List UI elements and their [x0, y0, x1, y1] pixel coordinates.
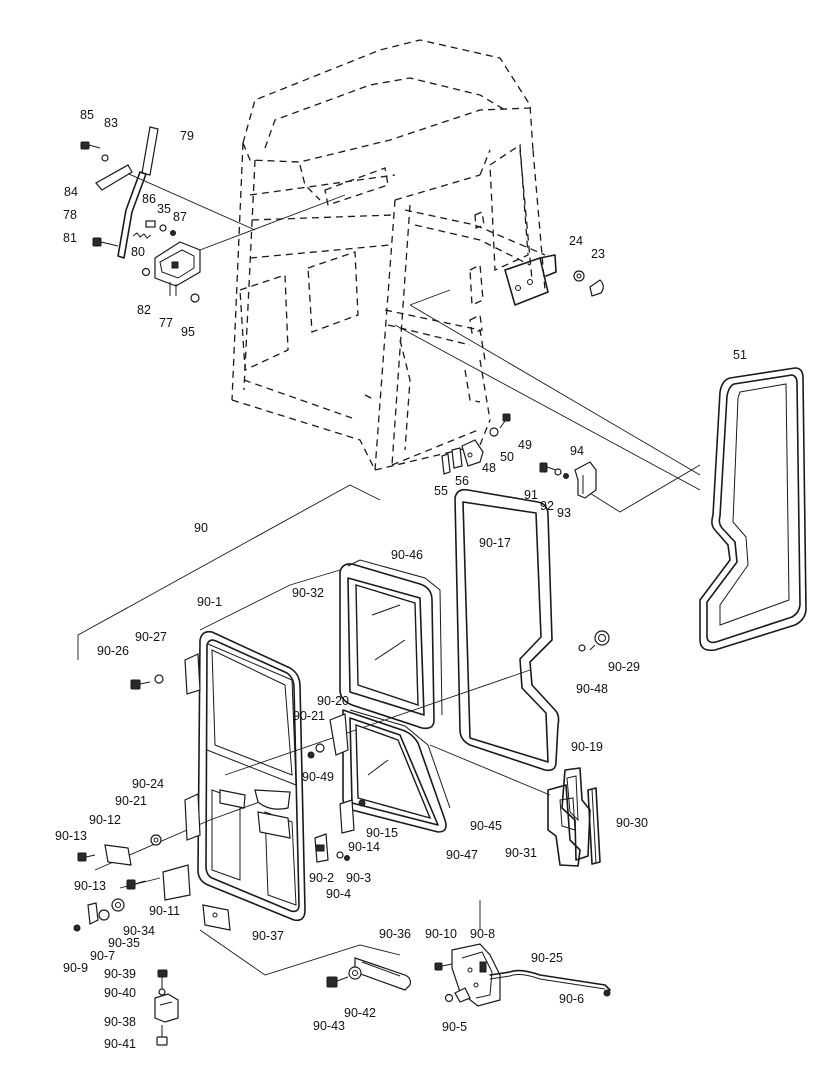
part-label: 90-38 — [104, 1015, 136, 1029]
part-label: 90-26 — [97, 644, 129, 658]
part-label: 90-48 — [576, 682, 608, 696]
part-label: 90-42 — [344, 1006, 376, 1020]
seal-strips — [547, 767, 601, 867]
part-label: 90-31 — [505, 846, 537, 860]
part-label: 90-46 — [391, 548, 423, 562]
part-label: 35 — [157, 202, 171, 216]
part-label: 90-45 — [470, 819, 502, 833]
part-label: 90-17 — [479, 536, 511, 550]
window-sash-lower — [342, 709, 451, 833]
part-label: 90-4 — [326, 887, 351, 901]
part-label: 51 — [733, 348, 747, 362]
part-label: 90-47 — [446, 848, 478, 862]
part-label: 79 — [180, 129, 194, 143]
part-label: 55 — [434, 484, 448, 498]
part-label: 50 — [500, 450, 514, 464]
striker-hardware — [441, 413, 511, 475]
reference-lines — [77, 169, 701, 976]
door-assembly — [104, 630, 306, 931]
part-label: 86 — [142, 192, 156, 206]
bracket — [95, 164, 133, 191]
part-label: 83 — [104, 116, 118, 130]
part-label: 90-24 — [132, 777, 164, 791]
latch-rod — [326, 957, 412, 991]
part-label: 90-12 — [89, 813, 121, 827]
spring — [132, 232, 152, 239]
window-sash-upper — [339, 559, 443, 730]
part-label: 94 — [570, 444, 584, 458]
part-label: 90-30 — [616, 816, 648, 830]
part-label: 90-43 — [313, 1019, 345, 1033]
part-label: 87 — [173, 210, 187, 224]
lever-assembly — [80, 126, 201, 303]
part-label: 85 — [80, 108, 94, 122]
part-label: 90-11 — [149, 904, 180, 918]
part-label: 90-41 — [104, 1037, 136, 1051]
lever-rod — [117, 171, 147, 259]
part-label: 90-27 — [135, 630, 167, 644]
rear-window-seal — [699, 367, 807, 652]
part-label: 77 — [159, 316, 173, 330]
part-label: 82 — [137, 303, 151, 317]
lever-grip — [141, 126, 159, 176]
part-label: 24 — [569, 234, 583, 248]
part-label: 90-10 — [425, 927, 457, 941]
part-label: 49 — [518, 438, 532, 452]
part-label: 90-2 — [309, 871, 334, 885]
linkage-rod — [489, 969, 611, 991]
part-label: 81 — [63, 231, 77, 245]
part-label: 90-25 — [531, 951, 563, 965]
part-label: 80 — [131, 245, 145, 259]
part-label: 95 — [181, 325, 195, 339]
part-label: 90-13 — [55, 829, 87, 843]
door-lock — [434, 943, 611, 1007]
part-label: 90-9 — [63, 961, 88, 975]
part-label: 90-1 — [197, 595, 222, 609]
door-seal — [454, 488, 560, 772]
cab-frame — [231, 39, 557, 471]
bolt-icon — [92, 237, 119, 247]
part-label: 90-35 — [108, 936, 140, 950]
part-label: 90-49 — [302, 770, 334, 784]
part-label: 90-37 — [252, 929, 284, 943]
part-label: 90-19 — [571, 740, 603, 754]
door-bumper — [578, 630, 610, 652]
part-label: 90-20 — [317, 694, 349, 708]
part-label: 84 — [64, 185, 78, 199]
part-label: 90-40 — [104, 986, 136, 1000]
part-label: 90-36 — [379, 927, 411, 941]
part-label: 78 — [63, 208, 77, 222]
part-label: 90-6 — [559, 992, 584, 1006]
bolt-icon — [80, 141, 101, 150]
part-label: 90-5 — [442, 1020, 467, 1034]
part-label: 90 — [194, 521, 208, 535]
part-label: 90-14 — [348, 840, 380, 854]
part-label: 91 — [524, 488, 538, 502]
part-label: 90-15 — [366, 826, 398, 840]
door-small-hardware — [73, 674, 366, 932]
part-label: 23 — [591, 247, 605, 261]
part-label: 90-21 — [293, 709, 325, 723]
part-label: 90-13 — [74, 879, 106, 893]
part-label: 92 — [540, 499, 554, 513]
part-label: 90-3 — [346, 871, 371, 885]
part-label: 56 — [455, 474, 469, 488]
part-label: 90-21 — [115, 794, 147, 808]
part-label: 93 — [557, 506, 571, 520]
part-label: 90-29 — [608, 660, 640, 674]
door-catch-bracket — [154, 969, 179, 1046]
part-labels: 85 83 79 84 78 86 35 87 81 80 82 77 95 2… — [55, 108, 747, 1051]
part-label: 90-39 — [104, 967, 136, 981]
part-label: 90-34 — [123, 924, 155, 938]
part-label: 90-7 — [90, 949, 115, 963]
part-label: 90-32 — [292, 586, 324, 600]
latch-hardware — [539, 461, 597, 499]
part-label: 48 — [482, 461, 496, 475]
part-label: 90-8 — [470, 927, 495, 941]
door-stopper-knob — [573, 270, 604, 297]
door-frame — [197, 630, 306, 922]
